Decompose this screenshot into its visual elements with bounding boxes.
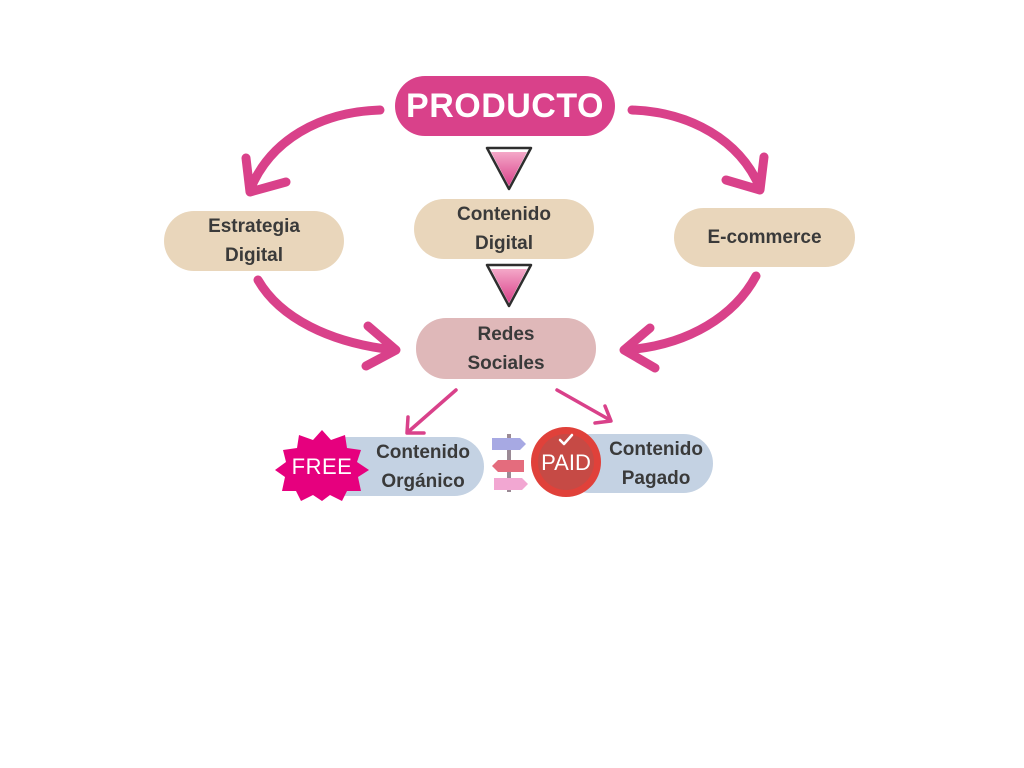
curved-arrow-icon <box>253 275 401 371</box>
split-arrow-left-icon <box>405 388 458 435</box>
organico-label-line2: Orgánico <box>381 470 465 492</box>
curved-arrow-icon <box>627 105 769 195</box>
redes-label-line2: Sociales <box>467 352 545 374</box>
paid-badge-text: PAID <box>541 450 591 475</box>
organico-label-line1: Contenido <box>376 441 470 463</box>
paid-stamp-icon: PAID <box>531 427 601 497</box>
signpost-icon <box>492 434 528 492</box>
redes-sociales-node: Redes Sociales <box>416 318 596 379</box>
pagado-label-line2: Pagado <box>621 467 691 489</box>
curved-arrow-icon <box>241 105 385 197</box>
free-badge-text: FREE <box>292 454 353 479</box>
curved-arrow-icon <box>619 271 761 373</box>
redes-label-line1: Redes <box>477 323 535 345</box>
ecommerce-node: E-commerce <box>674 208 855 267</box>
pagado-label-line1: Contenido <box>609 438 703 460</box>
down-chevron-arrow-icon <box>485 146 533 191</box>
estrategia-label-line2: Digital <box>224 245 284 266</box>
star-burst-icon: FREE <box>275 430 369 501</box>
contenido-digital-label-line1: Contenido <box>457 204 551 225</box>
contenido-digital-label-line2: Digital <box>474 233 534 254</box>
estrategia-digital-node: Estrategia Digital <box>164 211 344 271</box>
contenido-digital-node: Contenido Digital <box>414 199 594 259</box>
down-chevron-arrow-icon <box>485 263 533 308</box>
ecommerce-label: E-commerce <box>707 227 822 248</box>
producto-node: PRODUCTO <box>395 76 615 136</box>
estrategia-label-line1: Estrategia <box>208 216 300 237</box>
split-arrow-right-icon <box>555 388 613 425</box>
producto-label: PRODUCTO <box>406 87 604 125</box>
